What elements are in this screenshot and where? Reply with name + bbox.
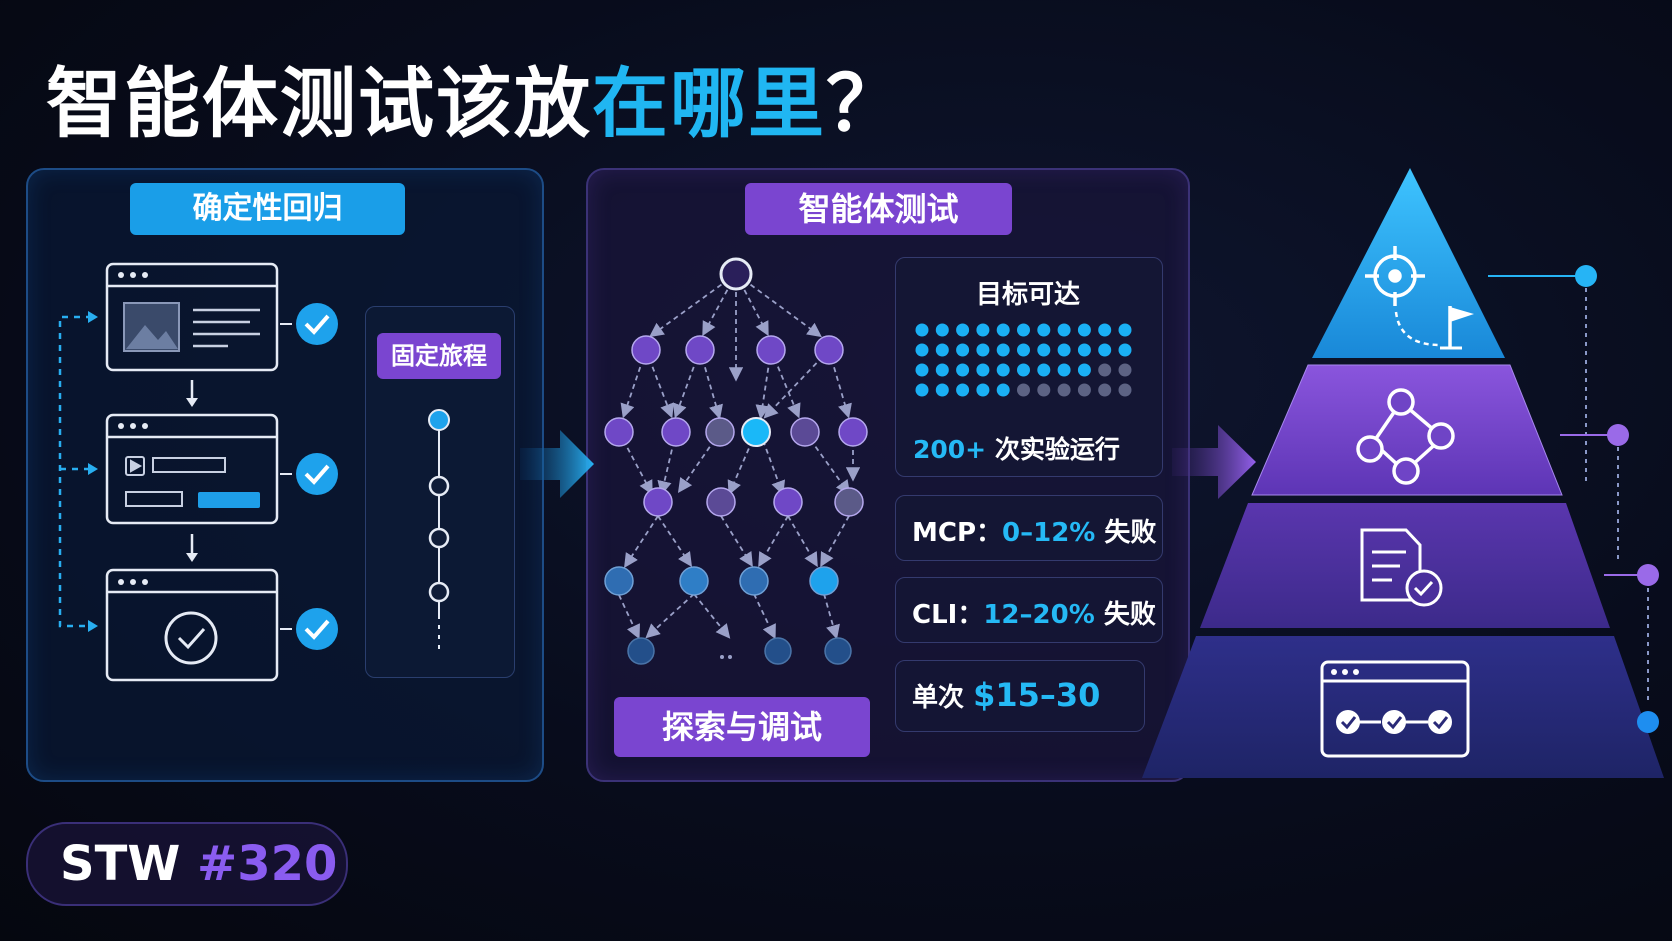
deterministic-regression-label: 确定性回归 — [130, 183, 405, 235]
title-highlight: 在哪里 — [592, 59, 826, 148]
run-dot — [1057, 323, 1071, 337]
badge-prefix: STW — [60, 836, 181, 892]
run-dot — [1017, 363, 1030, 377]
run-dot — [976, 343, 990, 357]
run-dot — [1017, 383, 1030, 397]
cost-stat-box — [895, 660, 1145, 732]
image-icon — [123, 302, 180, 352]
run-dot — [1037, 323, 1051, 337]
cli-stat-box — [895, 577, 1163, 643]
agent-testing-label: 智能体测试 — [745, 183, 1012, 235]
run-dot — [996, 343, 1010, 357]
page-title: 智能体测试该放在哪里？ — [46, 42, 904, 152]
run-dot — [1057, 383, 1071, 397]
run-dot — [1098, 363, 1112, 377]
run-dot — [1098, 343, 1112, 357]
run-dot — [1077, 363, 1091, 377]
title-tail: ？ — [826, 59, 904, 148]
mcp-stat: MCP：0–12% 失败 — [912, 512, 1156, 549]
run-dot — [935, 323, 949, 337]
run-dot — [1098, 383, 1112, 397]
run-dot — [915, 323, 929, 337]
check-badge-icon — [280, 303, 338, 650]
fixed-journey-timeline — [428, 409, 450, 655]
fixed-journey-label: 固定旅程 — [377, 333, 501, 379]
flag-icon — [1440, 306, 1474, 350]
arrow-mid-to-pyramid — [1172, 425, 1256, 499]
runs-caption: 200+ 次实验运行 — [913, 430, 1120, 466]
browser-steps-icon — [1320, 660, 1470, 758]
run-dot — [956, 323, 970, 337]
run-dot — [1098, 323, 1112, 337]
tree-nodes — [604, 257, 868, 665]
explore-debug-label: 探索与调试 — [614, 697, 870, 757]
pyramid-level-4 — [1142, 636, 1664, 778]
target-crosshair-icon — [1365, 246, 1425, 306]
graph-nodes-icon — [1356, 388, 1455, 485]
cost-stat: 单次 $15–30 — [912, 676, 1100, 714]
run-dot — [956, 343, 970, 357]
run-dot — [1077, 323, 1091, 337]
cli-stat-value: 12–20% — [983, 600, 1095, 630]
episode-badge-text: STW #320 — [60, 836, 337, 892]
run-dot — [1077, 383, 1091, 397]
run-dot — [996, 383, 1010, 397]
run-dot — [1037, 343, 1051, 357]
mcp-stat-prefix: MCP： — [912, 518, 1003, 548]
cli-stat-prefix: CLI： — [912, 600, 984, 630]
run-dot — [1037, 383, 1051, 397]
cost-stat-prefix: 单次 — [912, 683, 965, 713]
run-dot — [915, 383, 929, 397]
run-dot — [1017, 323, 1030, 337]
pyramid-level-2 — [1251, 364, 1563, 496]
run-dot — [976, 383, 990, 397]
cli-stat-suffix: 失败 — [1103, 600, 1156, 630]
run-dot — [996, 363, 1010, 377]
run-dot — [1037, 363, 1051, 377]
document-check-icon — [1360, 528, 1443, 607]
run-dot — [1057, 363, 1071, 377]
run-dot — [915, 343, 929, 357]
play-icon — [125, 456, 145, 476]
title-main: 智能体测试该放 — [46, 59, 592, 148]
runs-dot-grid — [915, 323, 1132, 397]
cost-stat-value: $15–30 — [973, 676, 1101, 714]
run-dot — [996, 323, 1010, 337]
runs-caption-text: 次实验运行 — [994, 435, 1120, 464]
mcp-stat-box — [895, 495, 1163, 561]
mcp-stat-suffix: 失败 — [1104, 518, 1157, 548]
run-dot — [935, 343, 949, 357]
run-dot — [1118, 323, 1132, 337]
pyramid-level-3 — [1200, 503, 1610, 628]
arrow-left-to-mid — [520, 430, 594, 498]
check-circle-icon — [164, 611, 218, 665]
badge-number: #320 — [196, 836, 338, 892]
run-dot — [915, 363, 929, 377]
run-dot — [935, 363, 949, 377]
run-dot — [956, 383, 970, 397]
run-dot — [1118, 363, 1132, 377]
run-dot — [1017, 343, 1030, 357]
browser-window-3 — [105, 568, 279, 682]
runs-count: 200+ — [913, 435, 987, 464]
cli-stat: CLI：12–20% 失败 — [912, 594, 1156, 631]
run-dot — [976, 363, 990, 377]
episode-badge: STW #320 — [26, 822, 348, 906]
run-dot — [1077, 343, 1091, 357]
run-dot — [935, 383, 949, 397]
run-dot — [976, 323, 990, 337]
run-dot — [1118, 343, 1132, 357]
browser-window-1 — [105, 262, 279, 372]
run-dot — [956, 363, 970, 377]
run-dot — [1057, 343, 1071, 357]
browser-window-2 — [105, 413, 279, 525]
run-dot — [1118, 383, 1132, 397]
goal-reachable-title: 目标可达 — [975, 280, 1080, 310]
pyramid-connectors — [1488, 275, 1649, 705]
mcp-stat-value: 0–12% — [1002, 518, 1096, 548]
